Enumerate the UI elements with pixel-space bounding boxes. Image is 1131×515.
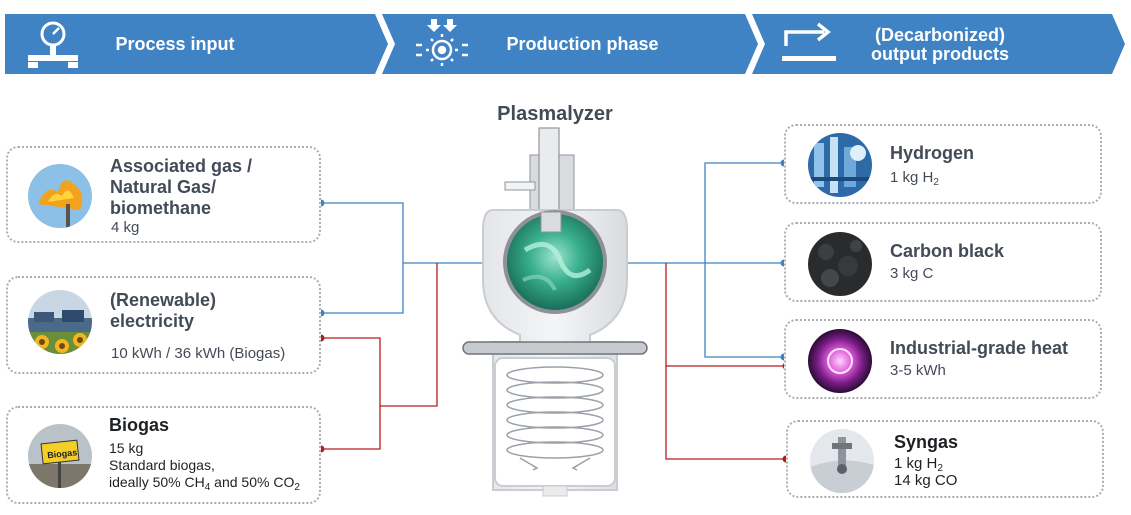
syngas-amount-2: 14 kg CO: [894, 472, 958, 489]
syngas-heat-red-line: [665, 263, 784, 367]
electricity-blue-line: [321, 263, 404, 314]
input-box-gas: Associated gas / Natural Gas/ biomethane…: [6, 146, 321, 243]
turn-right-arrow-icon: [782, 22, 836, 61]
separator-bar: [462, 341, 648, 355]
hydrogen-line: [704, 162, 784, 358]
biogas-note-line2: ideally 50% CH4 and 50% CO2: [109, 473, 300, 497]
step-1-chevron: [5, 14, 388, 74]
step-2-chevron: [382, 14, 758, 74]
biogas-note-line1: Standard biogas,: [109, 457, 215, 473]
step-output-products-label: (Decarbonized) output products: [840, 26, 1040, 64]
syngas-amount-1: 1 kg H2: [894, 455, 943, 478]
gas-inlet-pipe: [504, 181, 536, 191]
heat-amount: 3-5 kWh: [890, 362, 946, 379]
biogas-title: Biogas: [109, 415, 170, 435]
biogas-note-middle: and 50% CO: [210, 474, 295, 490]
carbon-black-photo: [808, 232, 872, 296]
syngas-line: [665, 366, 786, 460]
electricity-amount: 10 kWh / 36 kWh (Biogas): [111, 345, 286, 362]
coil-icon: [506, 366, 604, 471]
biogas-red-line: [321, 406, 381, 450]
plasmalyzer-reactor: [462, 127, 648, 497]
output-box-heat: Industrial-grade heat 3-5 kWh: [784, 319, 1102, 399]
biogas-note-sub2: 2: [294, 482, 300, 493]
carbon-black-amount: 3 kg C: [890, 265, 934, 282]
step-3-chevron: [752, 14, 1125, 74]
gas-title-line3: biomethane: [110, 198, 212, 218]
hydrogen-amount: 1 kg H2: [890, 169, 939, 192]
input-box-biogas: Biogas Biogas 15 kg Standard biogas, ide…: [6, 406, 321, 504]
header-chevron-bar: [5, 14, 1125, 74]
biogas-note-sub1: 4: [204, 482, 211, 493]
gas-title-line2: Natural Gas/: [110, 177, 217, 197]
gas-amount: 4 kg: [111, 219, 140, 236]
input-box-electricity: (Renewable) electricity 10 kWh / 36 kWh …: [6, 276, 321, 374]
biogas-amount: 15 kg: [109, 440, 144, 456]
electricity-title-line1: (Renewable): [110, 290, 217, 310]
outlet-pipe: [542, 485, 568, 497]
solar-sunflower-photo: [28, 290, 92, 354]
step-output-products-line2: output products: [871, 44, 1009, 64]
biogas-sign-text: Biogas: [47, 447, 78, 460]
heat-title: Industrial-grade heat: [890, 338, 1069, 358]
gas-title-line1: Associated gas /: [110, 156, 253, 176]
step-process-input-label: Process input: [115, 34, 235, 54]
process-header: Process input Production phase (Decarbon…: [0, 0, 1131, 80]
gear-arrows-icon: [416, 19, 468, 66]
heat-exchanger: [494, 357, 616, 487]
output-box-syngas: Syngas 1 kg H2 14 kg CO: [786, 420, 1104, 498]
hydrogen-amount-sub: 2: [933, 177, 939, 188]
hydrogen-title: Hydrogen: [890, 143, 975, 163]
gas-to-reactor-line: [321, 202, 483, 264]
electricity-title-line2: electricity: [110, 311, 195, 331]
plasmalyzer-title: Plasmalyzer: [497, 103, 613, 125]
step-production-phase-label: Production phase: [506, 34, 659, 54]
gas-title: Associated gas / Natural Gas/ biomethane: [110, 156, 252, 219]
carbon-black-title: Carbon black: [890, 241, 1005, 261]
electricity-title: (Renewable) electricity: [110, 290, 216, 332]
biogas-note-prefix: ideally 50% CH: [109, 474, 205, 490]
syngas-title: Syngas: [894, 432, 959, 452]
syngas-valve-photo: [810, 429, 874, 493]
hydrogen-lab-photo: [808, 133, 872, 197]
hydrogen-amount-prefix: 1 kg H: [890, 169, 934, 186]
electricity-red-line: [321, 263, 438, 407]
syngas-amount-1-sub: 2: [937, 463, 943, 474]
step-output-products-line1: (Decarbonized): [874, 25, 1006, 45]
biogas-sign-photo: Biogas: [28, 424, 92, 488]
heat-glow-photo: [808, 329, 872, 393]
output-box-carbon-black: Carbon black 3 kg C: [784, 222, 1102, 302]
gas-flare-photo: [28, 164, 92, 228]
pressure-gauge-icon: [28, 21, 78, 68]
syngas-amount-1-prefix: 1 kg H: [894, 455, 938, 472]
output-box-hydrogen: Hydrogen 1 kg H2: [784, 124, 1102, 204]
